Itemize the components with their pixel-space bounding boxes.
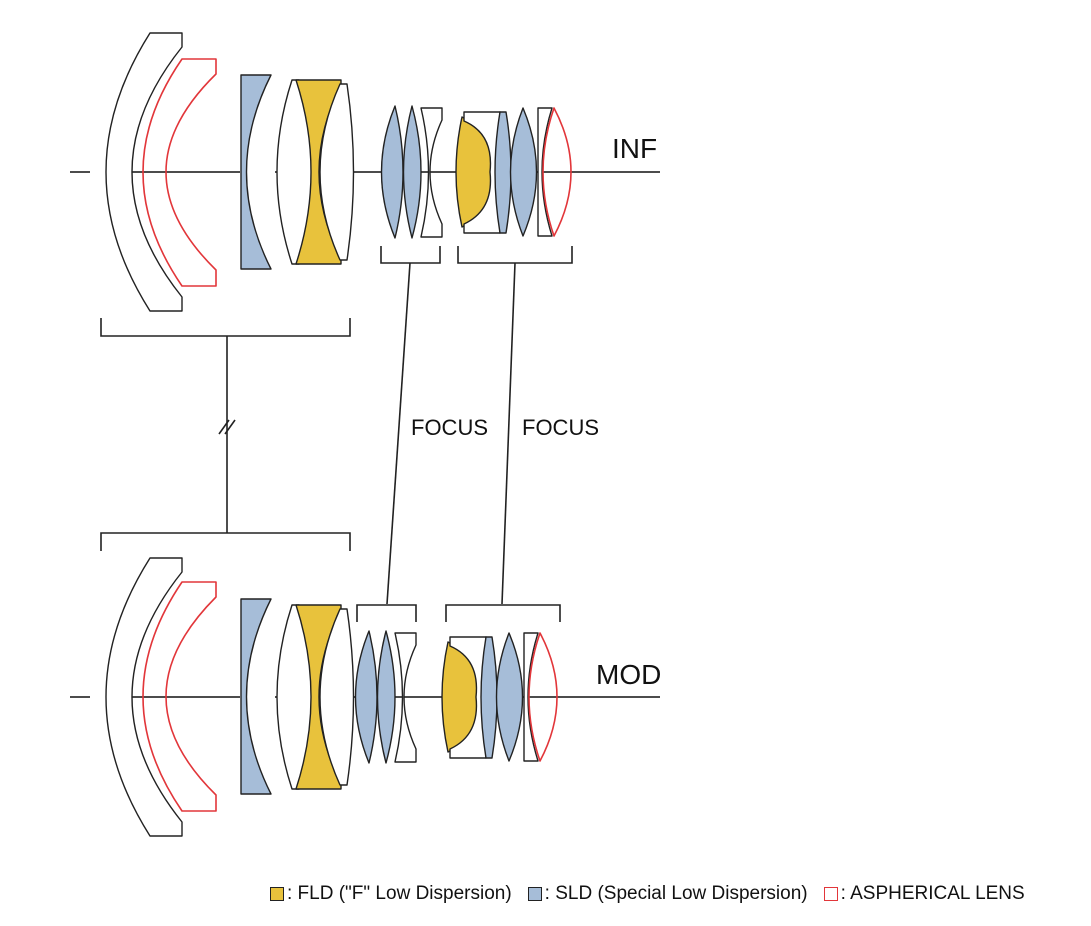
focus-label-1: FOCUS bbox=[411, 415, 488, 440]
mod-element-9 bbox=[394, 632, 417, 763]
inf-focus-bracket-1 bbox=[380, 246, 441, 264]
mod-label: MOD bbox=[596, 659, 661, 690]
focus-connector-2 bbox=[501, 262, 516, 605]
mod-sld-3 bbox=[240, 598, 272, 795]
break-mark-1 bbox=[218, 419, 230, 435]
inf-focus-bracket-2 bbox=[457, 246, 573, 264]
inf-sld-8 bbox=[402, 105, 422, 239]
mod-focus-bracket-2 bbox=[445, 604, 561, 622]
inf-front-bracket bbox=[100, 318, 351, 337]
inf-focus-group-1 bbox=[380, 105, 443, 239]
mod-aspherical-2 bbox=[142, 581, 217, 812]
legend-item-sld: : SLD (Special Low Dispersion) bbox=[527, 883, 808, 905]
inf-sld-7 bbox=[380, 105, 404, 239]
inf-configuration: INF bbox=[70, 32, 660, 337]
connectors: FOCUS FOCUS bbox=[218, 262, 599, 605]
mod-element-11 bbox=[449, 636, 487, 759]
legend-text-fld: : FLD ("F" Low Dispersion) bbox=[287, 883, 512, 904]
legend-item-fld: : FLD ("F" Low Dispersion) bbox=[270, 883, 512, 905]
mod-rear-group bbox=[441, 632, 558, 762]
mod-configuration: MOD bbox=[70, 532, 661, 837]
aspherical-swatch-icon bbox=[823, 887, 838, 901]
inf-front-group bbox=[105, 32, 355, 312]
mod-element-6 bbox=[319, 608, 355, 786]
inf-sld-3 bbox=[240, 74, 272, 270]
focus-label-2: FOCUS bbox=[522, 415, 599, 440]
legend-text-sld: : SLD (Special Low Dispersion) bbox=[544, 883, 808, 904]
mod-front-bracket bbox=[100, 532, 351, 551]
mod-sld-13 bbox=[495, 632, 524, 762]
inf-label: INF bbox=[612, 133, 657, 164]
mod-focus-group-1 bbox=[354, 630, 417, 764]
mod-focus-bracket-1 bbox=[356, 604, 417, 622]
inf-rear-group bbox=[455, 107, 572, 237]
inf-element-11 bbox=[463, 111, 501, 234]
inf-aspherical-15 bbox=[542, 107, 572, 237]
sld-swatch-icon bbox=[527, 887, 542, 901]
mod-sld-12 bbox=[480, 636, 498, 759]
inf-element-9 bbox=[420, 107, 443, 238]
break-mark-2 bbox=[224, 419, 236, 435]
mod-element-14 bbox=[523, 632, 539, 762]
mod-front-group bbox=[105, 557, 355, 837]
inf-aspherical-2 bbox=[142, 58, 217, 287]
focus-connector-1 bbox=[386, 262, 411, 605]
inf-element-14 bbox=[537, 107, 553, 237]
legend-text-aspherical: : ASPHERICAL LENS bbox=[840, 883, 1025, 904]
mod-sld-8 bbox=[376, 630, 396, 764]
inf-sld-13 bbox=[509, 107, 538, 237]
inf-element-6 bbox=[319, 83, 355, 261]
inf-meniscus-1 bbox=[105, 32, 183, 312]
legend: : FLD ("F" Low Dispersion) : SLD (Specia… bbox=[270, 880, 1025, 908]
mod-meniscus-1 bbox=[105, 557, 183, 837]
mod-aspherical-15 bbox=[528, 632, 558, 762]
mod-sld-7 bbox=[354, 630, 378, 764]
fld-swatch-icon bbox=[270, 887, 284, 901]
legend-item-aspherical: : ASPHERICAL LENS bbox=[823, 883, 1025, 905]
inf-sld-12 bbox=[494, 111, 512, 234]
